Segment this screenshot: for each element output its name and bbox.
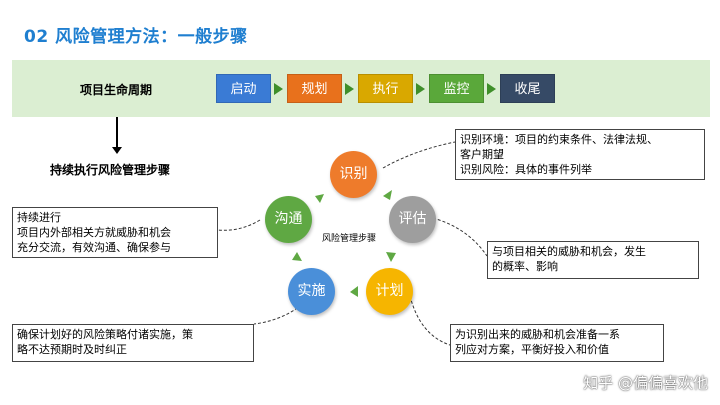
connector-assess <box>432 217 488 257</box>
phase-arrow-1 <box>274 83 283 95</box>
down-arrow-head <box>112 147 122 154</box>
cycle-arrow-5 <box>315 194 324 203</box>
watermark: 知乎 @偏偏喜欢他 <box>583 374 708 392</box>
page-title: 02 风险管理方法：一般步骤 <box>24 27 248 47</box>
steps-label: 持续执行风险管理步骤 <box>50 163 171 177</box>
note-communicate: 持续进行 项目内外部相关方就威胁和机会 充分交流，有效沟通、确保参与 <box>12 207 218 258</box>
phase-monitor: 监控 <box>429 74 484 103</box>
note-communicate-line-1: 持续进行 <box>17 211 61 224</box>
step-identify: 识别 <box>330 151 377 198</box>
phase-close: 收尾 <box>500 74 555 103</box>
note-communicate-line-2: 项目内外部相关方就威胁和机会 <box>17 226 171 239</box>
note-assess: 与项目相关的威胁和机会，发生 的概率、影响 <box>487 241 699 279</box>
phase-arrow-4 <box>487 83 496 95</box>
phase-arrow-3 <box>416 83 425 95</box>
cycle-arrow-4 <box>292 252 302 261</box>
connector-plan <box>409 295 451 346</box>
note-implement-line-2: 略不达预期时及时纠正 <box>17 343 127 356</box>
step-plan: 计划 <box>366 268 413 315</box>
cycle-arrow-2 <box>386 252 396 262</box>
note-plan-line-1: 为识别出来的威胁和机会准备一系 <box>455 328 620 341</box>
step-assess: 评估 <box>389 196 436 243</box>
step-implement: 实施 <box>288 268 335 315</box>
phase-plan: 规划 <box>287 74 342 103</box>
connector-identify <box>382 141 456 169</box>
note-implement-line-1: 确保计划好的风险策略付诸实施，策 <box>17 328 193 341</box>
down-arrow-line <box>116 117 118 150</box>
note-identify-line-2: 客户期望 <box>460 148 504 161</box>
cycle-arrow-3 <box>350 286 358 297</box>
note-plan-line-2: 列应对方案，平衡好投入和价值 <box>455 343 609 356</box>
lifecycle-label: 项目生命周期 <box>80 83 153 97</box>
step-communicate: 沟通 <box>265 196 312 243</box>
phase-start: 启动 <box>216 74 271 103</box>
note-communicate-line-3: 充分交流，有效沟通、确保参与 <box>17 241 171 254</box>
note-plan: 为识别出来的威胁和机会准备一系 列应对方案，平衡好投入和价值 <box>450 324 664 362</box>
cycle-arrow-1 <box>383 190 392 200</box>
connector-communicate <box>217 219 261 231</box>
note-implement: 确保计划好的风险策略付诸实施，策 略不达预期时及时纠正 <box>12 324 254 362</box>
phase-arrow-2 <box>345 83 354 95</box>
note-identify-line-1: 识别环境：项目的约束条件、法律法规、 <box>460 133 658 146</box>
note-assess-line-2: 的概率、影响 <box>492 260 558 273</box>
cycle-center-label: 风险管理步骤 <box>322 234 377 244</box>
phase-execute: 执行 <box>358 74 413 103</box>
note-assess-line-1: 与项目相关的威胁和机会，发生 <box>492 245 646 258</box>
note-identify-line-3: 识别风险：具体的事件列举 <box>460 163 592 176</box>
note-identify: 识别环境：项目的约束条件、法律法规、 客户期望 识别风险：具体的事件列举 <box>455 129 705 180</box>
